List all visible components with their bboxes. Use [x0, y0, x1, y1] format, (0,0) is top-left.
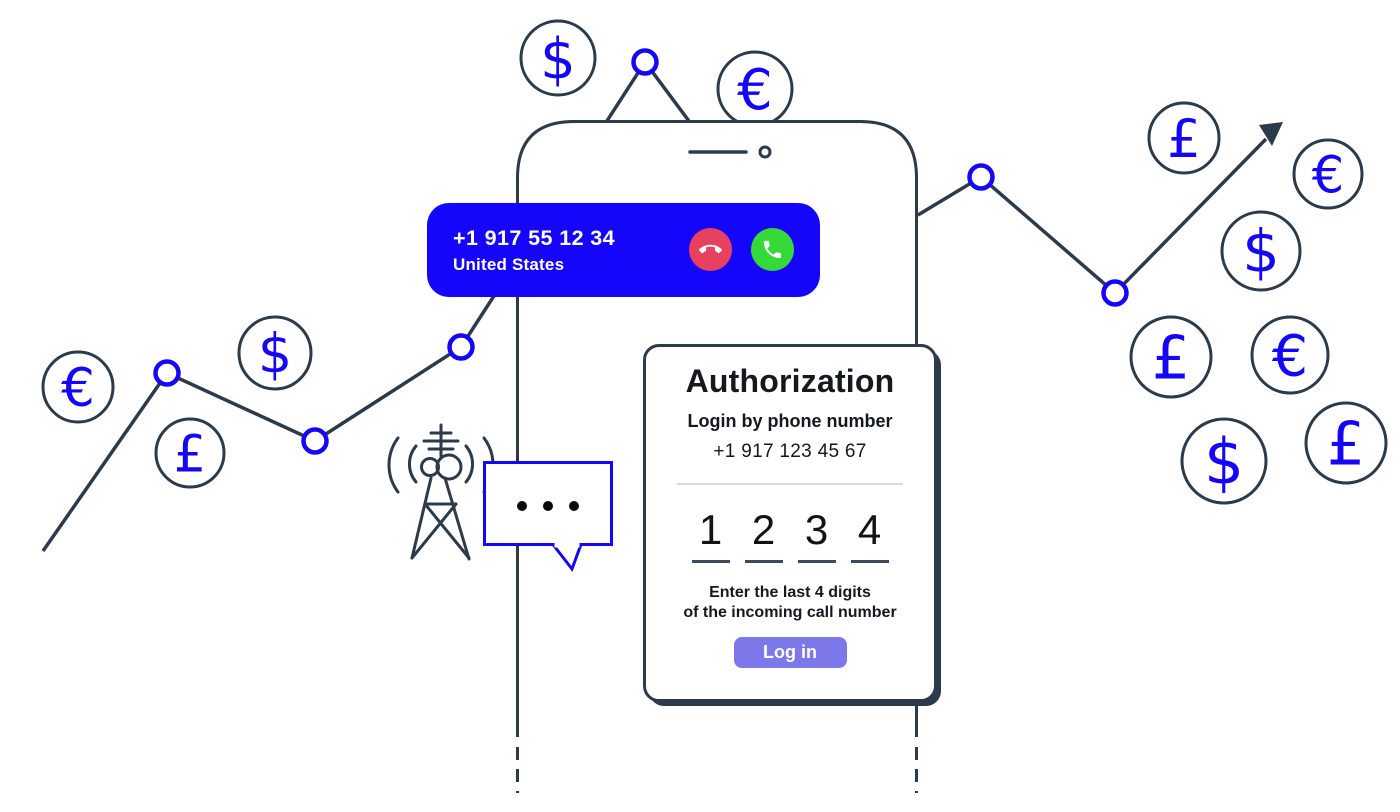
currency-symbol-icon: $: [1204, 426, 1244, 499]
trend-line-right: [917, 137, 1268, 296]
currency-circle: [1250, 315, 1330, 395]
typing-dots: [517, 501, 579, 543]
currency-circle: [1292, 138, 1364, 210]
typing-dot: [517, 501, 527, 511]
currency-symbol-icon: €: [737, 58, 773, 123]
currency-symbol-icon: £: [174, 425, 206, 484]
code-digit-slot-4[interactable]: 4: [850, 507, 889, 563]
incoming-call-banner: +1 917 55 12 34 United States: [427, 203, 820, 297]
tower-legs: [410, 476, 471, 561]
currency-symbol-icon: £: [1327, 410, 1365, 480]
currency-circle: [237, 315, 313, 391]
caller-info: +1 917 55 12 34 United States: [453, 226, 615, 275]
trend-marker-dot: [1101, 279, 1129, 307]
typing-dot: [569, 501, 579, 511]
call-end-icon: [699, 244, 722, 254]
divider: [677, 483, 903, 485]
currency-circle: [154, 417, 226, 489]
code-input-row: 1 2 3 4: [691, 507, 889, 563]
growth-arrow-icon: [1259, 122, 1283, 146]
currency-symbol-icon: £: [1167, 109, 1201, 170]
currency-symbol-icon: £: [1152, 324, 1190, 394]
auth-hint: Enter the last 4 digits of the incoming …: [683, 583, 896, 623]
decline-call-button[interactable]: [689, 228, 732, 271]
code-digit-slot-3[interactable]: 3: [797, 507, 836, 563]
currency-circle: [1129, 315, 1213, 399]
auth-phone-number: +1 917 123 45 67: [713, 441, 867, 462]
tower-mast: [420, 423, 463, 481]
caller-country: United States: [453, 254, 565, 274]
typing-dot: [543, 501, 553, 511]
call-accept-icon: [763, 240, 782, 259]
currency-symbol-icon: $: [258, 322, 292, 385]
currency-circle: [41, 350, 115, 424]
currency-circle: [519, 19, 597, 97]
currency-circle: [1147, 101, 1221, 175]
authorization-card: Authorization Login by phone number +1 9…: [643, 344, 937, 702]
code-digit-slot-1[interactable]: 1: [691, 507, 730, 563]
trend-line-left: [41, 58, 714, 553]
currency-symbol-icon: €: [61, 358, 95, 419]
bubble-tail: [549, 541, 584, 573]
currency-circle: [1304, 401, 1388, 485]
login-button[interactable]: Log in: [733, 637, 847, 668]
caller-number: +1 917 55 12 34: [453, 225, 616, 250]
trend-marker-dot: [967, 163, 995, 191]
trend-marker-dot: [301, 427, 329, 455]
currency-symbol-icon: €: [1272, 324, 1308, 390]
auth-subtitle: Login by phone number: [687, 411, 893, 431]
auth-title: Authorization: [685, 363, 895, 399]
currency-circle: [1220, 210, 1302, 292]
sms-bubble: [483, 461, 613, 573]
auth-hint-line2: of the incoming call number: [683, 604, 897, 621]
currency-symbol-icon: €: [1312, 146, 1344, 205]
currency-symbol-icon: $: [1242, 217, 1280, 286]
camera-dot: [758, 145, 772, 159]
trend-marker-dot: [631, 48, 659, 76]
accept-call-button[interactable]: [751, 228, 794, 271]
code-digit-slot-2[interactable]: 2: [744, 507, 783, 563]
trend-marker-dot: [153, 359, 181, 387]
currency-symbol-icon: $: [540, 27, 576, 92]
auth-hint-line1: Enter the last 4 digits: [709, 584, 871, 601]
currency-circle: [1180, 417, 1268, 505]
trend-marker-dot: [447, 333, 475, 361]
